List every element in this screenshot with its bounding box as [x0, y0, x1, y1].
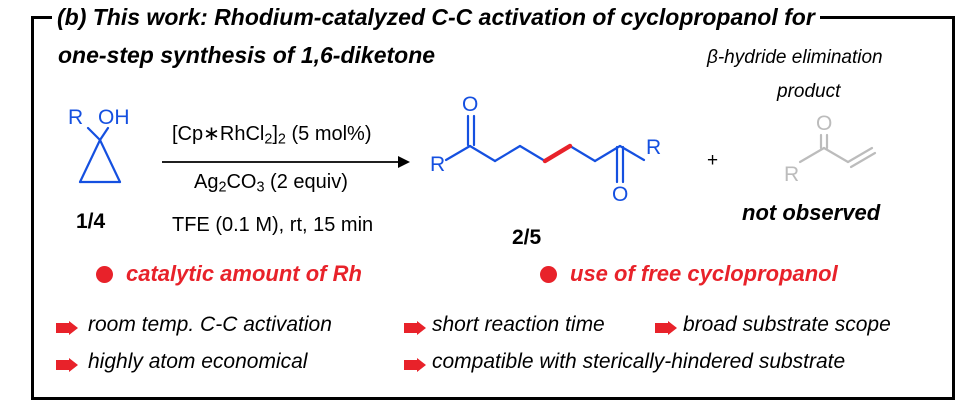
feature-short-time: short reaction time: [432, 313, 605, 336]
additive-label: Ag2CO3 (2 equiv): [194, 171, 348, 196]
diketone-structure: [444, 114, 646, 184]
feature-room-temp: room temp. C-C activation: [88, 313, 332, 336]
arrow-bullet-icon: [56, 321, 78, 335]
product-o-top: O: [462, 93, 479, 116]
highlight-free-cyclopropanol: use of free cyclopropanol: [570, 261, 838, 286]
arrow-bullet-icon: [404, 358, 426, 372]
scheme-title: (b) This work: Rhodium-catalyzed C-C act…: [52, 4, 820, 31]
new-cc-bond: [542, 143, 573, 164]
side-product-o-label: O: [816, 112, 833, 135]
product-r-left: R: [430, 153, 446, 176]
product-o-bottom: O: [612, 183, 629, 206]
cyclopropanol-structure: [78, 126, 122, 184]
side-product-label-line1: β-hydride elimination: [707, 47, 883, 68]
highlight-catalytic-rh: catalytic amount of Rh: [126, 261, 362, 286]
reactant-r-label: R: [68, 106, 84, 129]
feature-sterically-hindered: compatible with sterically-hindered subs…: [432, 350, 846, 373]
arrow-bullet-icon: [655, 321, 677, 335]
arrow-bullet-icon: [404, 321, 426, 335]
product-r-right: R: [646, 136, 662, 159]
catalyst-label: [Cp∗RhCl2]2 (5 mol%): [172, 123, 372, 148]
side-product-label-line2: product: [777, 81, 841, 102]
highlight-bullet: [96, 266, 113, 283]
side-product-status: not observed: [742, 200, 881, 225]
highlight-bullet: [540, 266, 557, 283]
enone-structure: [798, 133, 877, 169]
scheme-subtitle: one-step synthesis of 1,6-diketone: [58, 42, 436, 69]
reactant-oh-label: OH: [98, 106, 130, 129]
plus-sign: +: [707, 150, 719, 171]
arrow-bullet-icon: [56, 358, 78, 372]
reaction-arrow: [162, 156, 410, 168]
reactant-id: 1/4: [76, 210, 106, 233]
side-product-r-label: R: [784, 163, 800, 186]
feature-broad-scope: broad substrate scope: [683, 313, 891, 336]
product-id: 2/5: [512, 226, 542, 249]
solvent-label: TFE (0.1 M), rt, 15 min: [172, 214, 374, 236]
feature-atom-economical: highly atom economical: [88, 350, 308, 373]
